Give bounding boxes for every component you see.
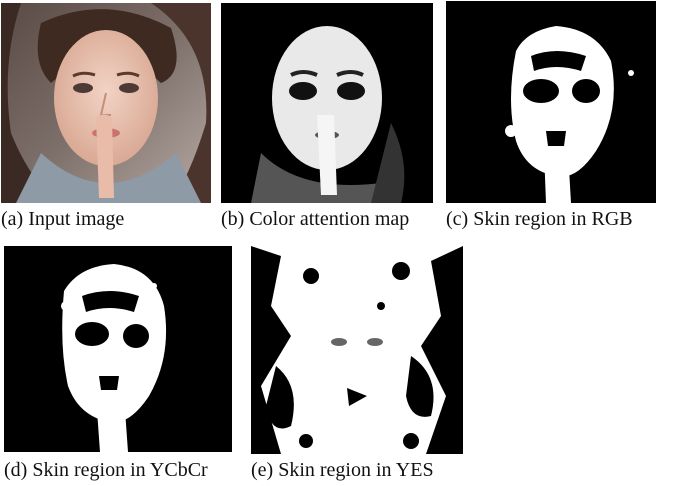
caption-c: (c) Skin region in RGB: [446, 208, 633, 230]
caption-b: (b) Color attention map: [221, 208, 410, 230]
skin-mask-yes: [251, 246, 463, 454]
skin-mask-rgb: [446, 1, 656, 203]
skin-mask-ycbcr: [4, 246, 232, 452]
caption-d: (d) Skin region in YCbCr: [4, 459, 208, 481]
color-attention-map: [221, 3, 433, 203]
caption-e: (e) Skin region in YES: [251, 459, 434, 481]
input-image: [1, 3, 211, 203]
caption-a: (a) Input image: [1, 208, 125, 230]
